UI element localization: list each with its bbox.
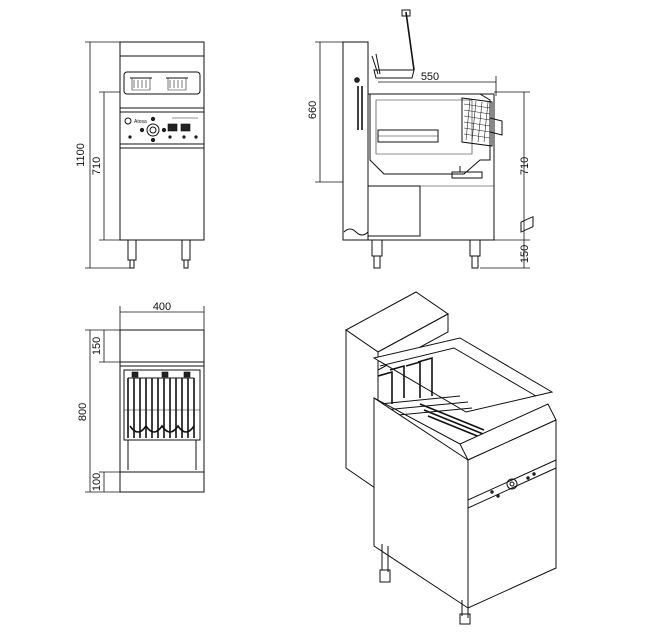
basket-left [130,77,152,91]
isometric-view [345,215,557,625]
dim-side-depth: 550 [421,71,439,83]
front-view: Atosa 1100 710 [75,41,205,269]
side-view: 550 660 710 150 [307,9,531,269]
dim-top-depth: 800 [77,403,89,421]
dim-top-front-strip: 100 [91,473,103,491]
svg-text:Atosa: Atosa [134,119,147,125]
top-view: 400 800 150 100 [77,301,205,493]
dim-side-upper-height: 660 [307,101,319,119]
control-panel-front: Atosa [124,116,198,143]
dim-side-right-height: 710 [519,157,531,175]
basket-right [166,77,188,91]
control-panel-iso [490,215,536,498]
dim-top-back-strip: 150 [91,337,103,355]
dim-top-width: 400 [153,301,171,313]
dim-front-cabinet-height: 710 [91,157,103,175]
dim-front-total-height: 1100 [75,143,87,167]
dim-side-leg-height: 150 [519,245,531,263]
heating-element-top [124,371,200,438]
